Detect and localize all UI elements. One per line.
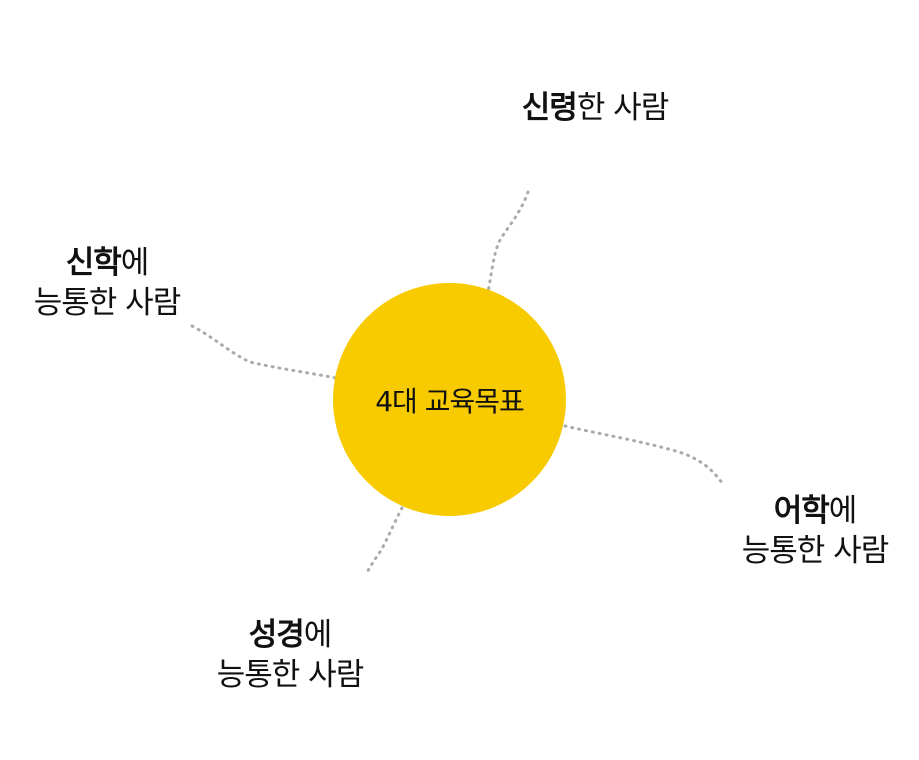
goal-top-bold: 신령	[521, 90, 578, 126]
goal-bottom-line2: 능통한 사람	[216, 657, 364, 693]
center-label: 4대 교육목표	[375, 384, 525, 418]
connector-top	[486, 190, 530, 294]
goal-top: 신령한 사람	[500, 88, 690, 128]
goal-right-rest: 에	[828, 493, 858, 529]
goal-top-rest: 한 사람	[576, 90, 669, 126]
goal-bottom-bold: 성경	[248, 617, 305, 653]
goal-right: 어학에 능통한 사람	[720, 491, 910, 571]
connector-right	[563, 424, 724, 485]
goal-left-rest: 에	[120, 245, 150, 281]
goal-left-line2: 능통한 사람	[33, 285, 181, 321]
connector-left	[190, 324, 338, 380]
goal-right-bold: 어학	[773, 493, 830, 529]
goal-bottom-rest: 에	[303, 617, 333, 653]
goal-bottom: 성경에 능통한 사람	[195, 615, 385, 695]
goal-bottom-line1: 성경에	[195, 615, 385, 655]
center-circle: 4대 교육목표	[333, 283, 566, 516]
goal-left-line1: 신학에	[12, 243, 202, 283]
connector-bottom	[364, 506, 404, 577]
goal-right-line2: 능통한 사람	[741, 533, 889, 569]
goal-left-bold: 신학	[65, 245, 122, 281]
goal-top-line: 신령한 사람	[500, 88, 690, 128]
goal-left: 신학에 능통한 사람	[12, 243, 202, 323]
goal-right-line1: 어학에	[720, 491, 910, 531]
